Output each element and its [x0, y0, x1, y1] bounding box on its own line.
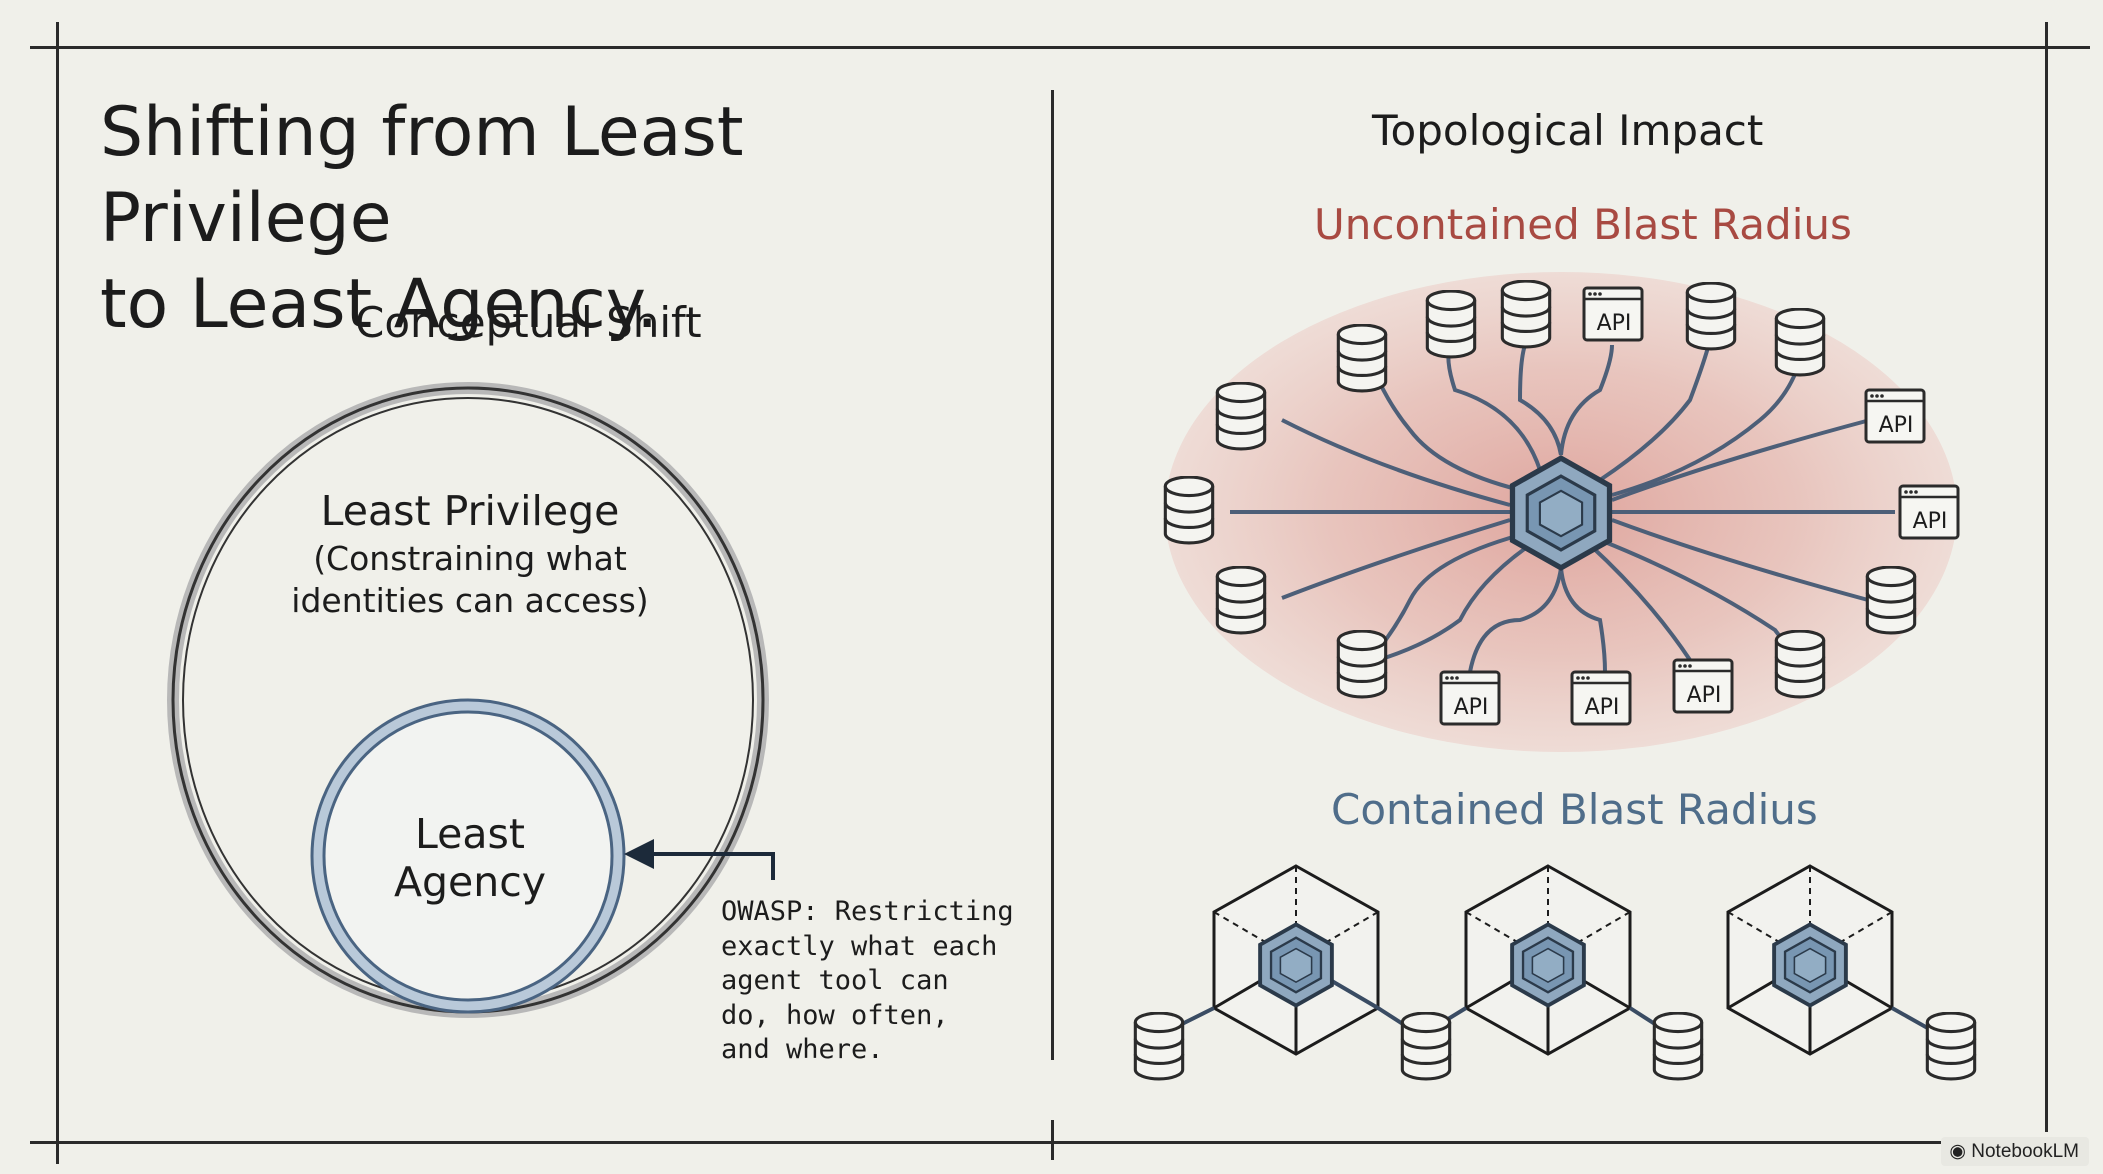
api-node: API — [1864, 388, 1926, 444]
database-icon — [1865, 566, 1917, 635]
slide-title-line-1: Shifting from Least Privilege — [100, 93, 744, 258]
api-label: API — [1454, 695, 1489, 720]
api-node: API — [1570, 670, 1632, 726]
database-icon — [1774, 308, 1826, 377]
notebooklm-badge: ◉ NotebookLM — [1941, 1137, 2089, 1166]
notebooklm-badge-label: NotebookLM — [1971, 1141, 2079, 1162]
owasp-arrow — [624, 839, 775, 880]
frame-right-line — [2045, 22, 2048, 1132]
frame-left-line — [56, 22, 59, 1164]
owasp-note-line: OWASP: Restricting — [721, 896, 1014, 927]
least-privilege-desc-line-2: identities can access) — [291, 581, 649, 620]
frame-bottom-line — [30, 1141, 2030, 1144]
database-icon — [1400, 1012, 1452, 1081]
database-icon — [1215, 566, 1267, 635]
api-label: API — [1913, 509, 1948, 534]
database-icon — [1652, 1012, 1704, 1081]
database-icon — [1163, 476, 1215, 545]
slide-title-line-2: to Least Agency. — [100, 265, 658, 344]
least-agency-line-1: Least — [415, 810, 525, 858]
api-node: API — [1582, 286, 1644, 342]
contained-blast-radius-title: Contained Blast Radius — [1331, 785, 1818, 834]
api-node: API — [1439, 670, 1501, 726]
owasp-note: OWASP: Restricting exactly what each age… — [721, 895, 1061, 1068]
database-icon — [1336, 630, 1388, 699]
owasp-note-line: do, how often, — [721, 999, 949, 1031]
owasp-note-line: exactly what each — [721, 930, 998, 962]
api-label: API — [1879, 413, 1914, 438]
database-icon — [1133, 1012, 1185, 1081]
database-icon — [1500, 280, 1552, 349]
api-label: API — [1597, 311, 1632, 336]
api-label: API — [1687, 683, 1722, 708]
database-icon — [1336, 324, 1388, 393]
api-node: API — [1672, 658, 1734, 714]
owasp-note-line: agent tool can — [721, 965, 949, 996]
owasp-note-line: and where. — [721, 1034, 884, 1065]
contained-agent-node-icon — [1772, 922, 1848, 1008]
contained-agent-node-icon — [1510, 922, 1586, 1008]
api-node: API — [1898, 484, 1960, 540]
database-icon — [1774, 630, 1826, 699]
contained-agent-node-icon — [1258, 922, 1334, 1008]
center-divider — [1051, 90, 1054, 1060]
frame-top-line — [30, 46, 2090, 49]
least-agency-circle — [310, 698, 626, 1014]
least-agency-line-2: Agency — [393, 858, 547, 906]
api-label: API — [1585, 695, 1620, 720]
slide-title: Shifting from Least Privilege to Least A… — [100, 90, 1030, 348]
center-divider-tick — [1051, 1120, 1054, 1160]
uncontained-blast-radius-title: Uncontained Blast Radius — [1314, 200, 1852, 249]
database-icon — [1425, 290, 1477, 359]
least-privilege-desc-line-1: (Constraining what — [313, 539, 627, 578]
conceptual-shift-heading: Conceptual Shift — [355, 298, 702, 347]
central-agent-node-icon — [1512, 458, 1609, 568]
topological-impact-heading: Topological Impact — [1372, 106, 1764, 155]
database-icon — [1925, 1012, 1977, 1081]
least-agency-label: Least Agency — [330, 810, 610, 906]
least-privilege-label: Least Privilege (Constraining what ident… — [270, 484, 670, 622]
least-privilege-title: Least Privilege — [320, 487, 620, 535]
database-icon — [1685, 282, 1737, 351]
notebooklm-logo-icon: ◉ — [1949, 1141, 1966, 1162]
database-icon — [1215, 382, 1267, 451]
